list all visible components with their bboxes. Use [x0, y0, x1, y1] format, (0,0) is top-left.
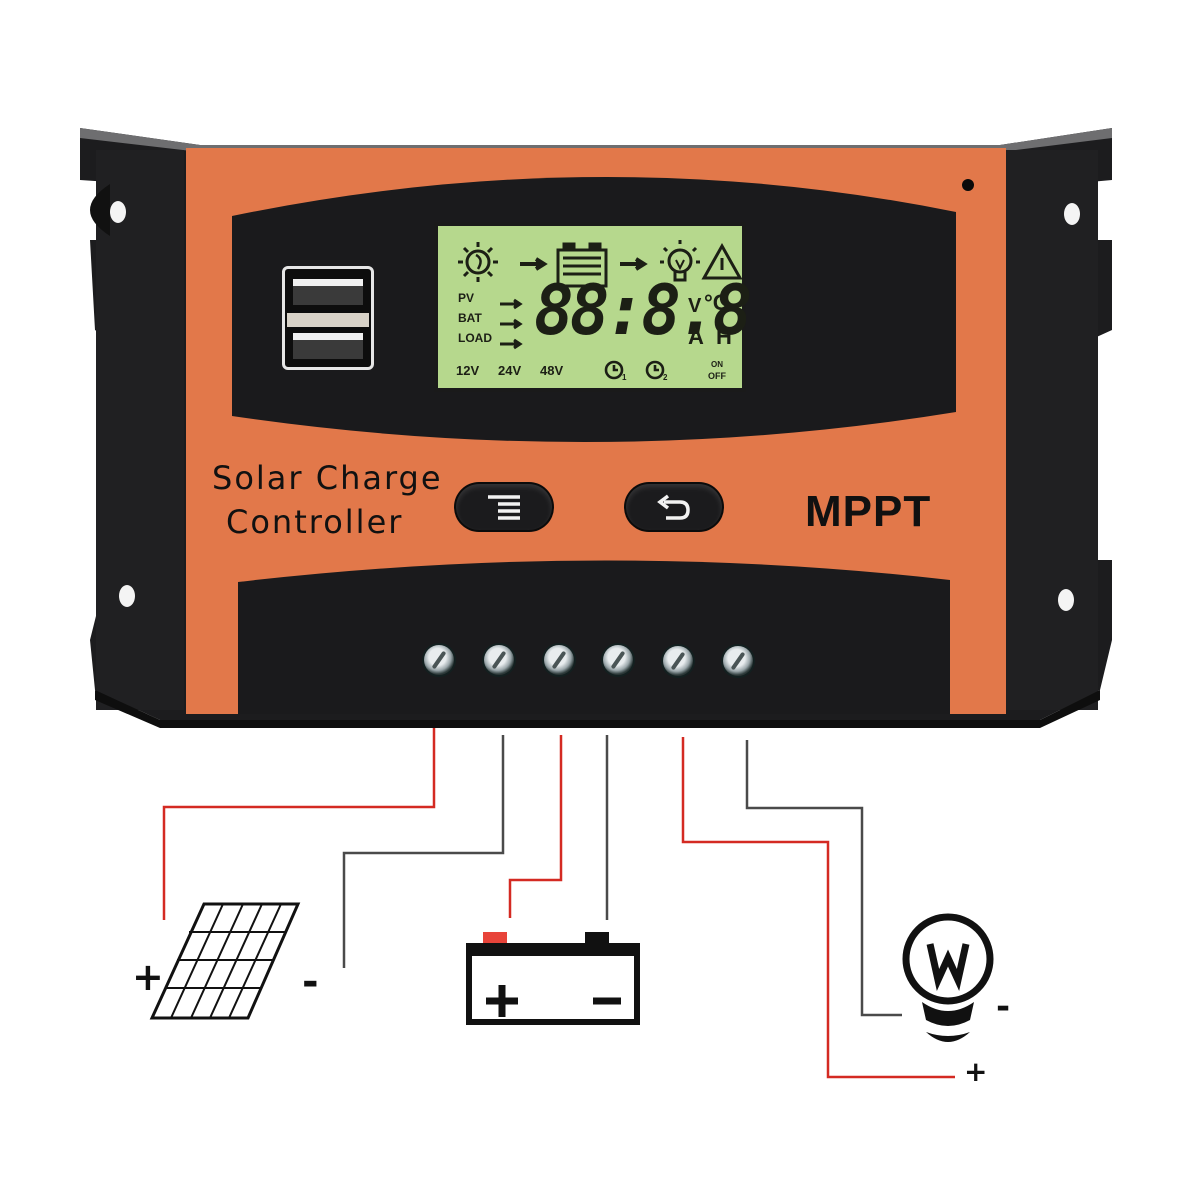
terminal-battery-negative[interactable]	[603, 645, 633, 675]
bulb-icon	[660, 240, 700, 282]
model-label: MPPT	[805, 487, 932, 536]
label-bat: BAT	[458, 311, 482, 325]
label-48v: 48V	[540, 363, 564, 378]
pv-positive-sign: +	[132, 955, 164, 999]
sun-moon-icon	[458, 242, 498, 282]
arrow-right-icon	[520, 257, 548, 271]
timer-1-icon	[604, 360, 624, 380]
pv-negative-sign: -	[302, 959, 319, 1005]
brand-label-line1: Solar Charge	[212, 459, 443, 497]
load-positive-sign: +	[964, 1055, 988, 1088]
label-24v: 24V	[498, 363, 522, 378]
unit-a: A	[688, 324, 704, 349]
timer-2-sub: 2	[663, 373, 668, 382]
label-on: ON	[711, 360, 723, 369]
terminal-battery-positive[interactable]	[544, 645, 574, 675]
warning-icon	[701, 242, 742, 280]
timer-1-sub: 1	[622, 373, 627, 382]
menu-icon	[488, 495, 520, 520]
label-12v: 12V	[456, 363, 480, 378]
label-off: OFF	[708, 371, 726, 381]
terminal-load-positive[interactable]	[663, 646, 693, 676]
terminal-pv-positive[interactable]	[424, 645, 454, 675]
usb-port-1[interactable]	[293, 279, 363, 305]
usb-port-2[interactable]	[293, 333, 363, 359]
unit-h: H	[716, 324, 732, 349]
timer-2-icon	[645, 360, 665, 380]
terminal-pv-negative[interactable]	[484, 645, 514, 675]
usb-ports[interactable]	[282, 266, 374, 370]
menu-button[interactable]	[456, 484, 552, 530]
label-pv: PV	[458, 291, 475, 305]
return-icon	[657, 494, 690, 520]
battery-icon	[556, 242, 608, 288]
load-negative-sign: -	[996, 987, 1011, 1027]
unit-celsius: °C	[704, 290, 729, 315]
arrow-right-icon	[620, 257, 648, 271]
usb-divider	[287, 313, 369, 327]
terminal-load-negative[interactable]	[723, 646, 753, 676]
lcd-display: PV BAT LOAD 88:8.8 V °C A H 12V 24V 48V …	[434, 222, 752, 392]
segment-digits: 88:8.8	[534, 270, 752, 351]
unit-v: V	[688, 295, 702, 317]
back-button[interactable]	[626, 484, 722, 530]
brand-label-line2: Controller	[226, 503, 404, 541]
label-load: LOAD	[458, 331, 492, 345]
